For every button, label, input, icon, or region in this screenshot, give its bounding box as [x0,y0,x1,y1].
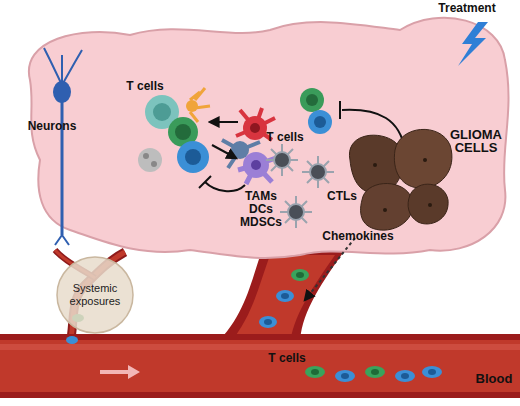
interaction-arrows [199,122,245,191]
blood-vessel [0,334,520,398]
flow-arrow [100,365,140,379]
exposure-circle: Systemic exposures [55,255,135,335]
t-cells-right [314,116,326,128]
dendritic-cells [243,116,267,140]
blood-cells [395,370,415,382]
neuron [44,48,82,85]
blood-cells [259,316,277,328]
glioma-cells [361,184,413,231]
interaction-arrows [205,182,245,191]
blood-cells [371,369,379,375]
dendritic-cells [250,123,260,133]
blood-cells [264,319,272,325]
blood-vessel [0,334,520,398]
ctl-cells [302,156,334,188]
ctl-cells [310,164,326,180]
blood-cells [276,290,294,302]
t-cells-right [300,88,332,134]
neuron [55,235,69,245]
t-cells-right [300,88,324,112]
label-text: TAMs DCs MDSCs [238,190,284,229]
glioma-cells [373,163,377,167]
lightning-bolt [458,22,488,66]
dendritic-cells [251,160,261,170]
interaction-arrows [212,145,236,158]
t-cell-cluster [185,149,201,165]
blood-cells [428,369,436,375]
neuron [44,48,82,245]
interaction-arrows [210,121,238,123]
t-cell-cluster [153,103,171,121]
blood-cells [365,366,385,378]
label-text: Blood [474,372,514,385]
interaction-arrows [199,176,211,188]
glioma-cells [394,129,452,188]
tumor-tissue [29,18,509,258]
blood-vessel [0,340,520,392]
branch-vessel [228,255,335,345]
label-text: T cells [262,352,312,365]
blood-cells [422,366,442,378]
dendritic-cells [243,152,269,178]
chemokine-arrow [305,238,355,300]
lightning-bolt [458,22,488,66]
branch-vessel [215,250,345,345]
t-cell-cluster [138,148,162,172]
inhibition-line [339,101,341,119]
label-text: CTLs [322,190,362,203]
t-cells-right [308,110,332,134]
t-cell-cluster [175,124,191,140]
label-text: Neurons [22,120,82,133]
blood-cells [291,269,309,281]
ctl-cells [274,152,290,168]
flow-arrow [100,365,140,379]
t-cell-cluster [151,161,157,167]
blood-cells [305,366,325,378]
t-cell-cluster [177,141,209,173]
blood-cells [311,369,319,375]
blood-vessel [0,344,520,350]
blood-cells [341,373,349,379]
glioma-cells [408,184,448,224]
label-text: Treatment [432,2,502,15]
tumor-tissue [29,18,509,258]
blood-cells [296,272,304,278]
glioma-cells [383,208,387,212]
blood-cells [401,373,409,379]
label-text: GLIOMA CELLS [448,128,504,154]
label-text: Chemokines [318,230,398,243]
ctl-cells [280,196,312,228]
t-cell-cluster [186,100,198,112]
glioma-cells [349,129,451,230]
glioma-cells [423,158,427,162]
glioma-cells [428,203,432,207]
dendritic-cells [222,108,276,184]
t-cells-right [306,94,318,106]
t-cell-cluster [138,88,210,173]
t-cell-cluster [143,153,149,159]
node-text: Systemic exposures [55,255,135,335]
ctl-cells [288,204,304,220]
blood-cells [335,370,355,382]
ctl-cells [266,144,298,176]
chemokine-arrow [305,238,355,300]
neuron [53,81,71,103]
blood-cells [281,293,289,299]
label-text: T cells [122,80,168,93]
branch-vessel [215,250,345,345]
label-text: T cells [262,131,308,144]
blood-cells [66,336,78,344]
